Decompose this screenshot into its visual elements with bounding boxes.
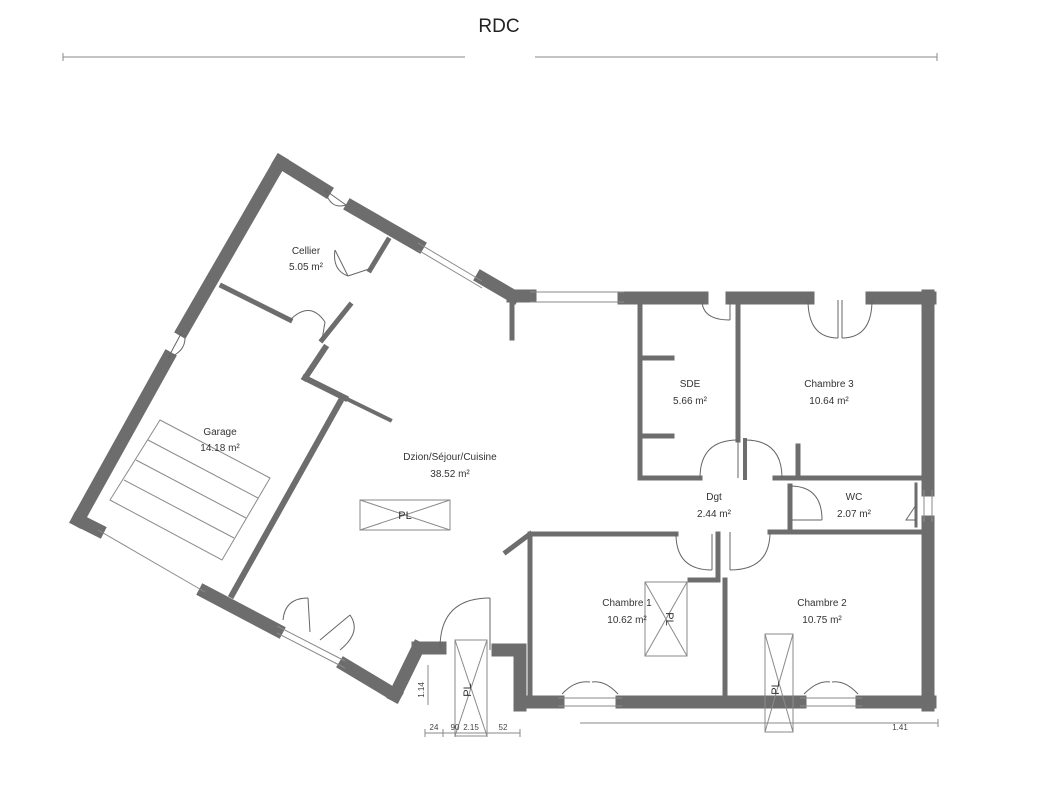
room-name: Chambre 2 bbox=[797, 598, 847, 609]
dimension-label: 1.41 bbox=[892, 723, 908, 732]
placard-label-entree: PL bbox=[462, 683, 474, 696]
room-area: 10.75 m² bbox=[802, 615, 842, 626]
room-name: Cellier bbox=[292, 246, 321, 257]
room-sde: SDE 5.66 m² bbox=[673, 379, 708, 407]
room-name: Chambre 1 bbox=[602, 598, 652, 609]
placard-label-sejour: PL bbox=[398, 510, 411, 522]
dimension-label: 52 bbox=[499, 723, 508, 732]
room-name: Dgt bbox=[706, 492, 722, 503]
room-name: Dzion/Séjour/Cuisine bbox=[403, 452, 497, 463]
dimension-label: 90 bbox=[451, 723, 460, 732]
room-area: 2.44 m² bbox=[697, 509, 732, 520]
dimension-lines bbox=[424, 665, 939, 737]
room-area: 10.62 m² bbox=[607, 615, 647, 626]
room-area: 10.64 m² bbox=[809, 396, 849, 407]
interior-walls bbox=[218, 236, 931, 703]
garage-door bbox=[97, 419, 271, 593]
room-cellier: Cellier 5.05 m² bbox=[289, 246, 324, 273]
title-rule bbox=[62, 53, 938, 61]
placard-label-chambre2: PL bbox=[770, 681, 782, 694]
room-chambre3: Chambre 3 10.64 m² bbox=[804, 379, 854, 407]
exterior-walls bbox=[69, 153, 937, 712]
room-name: Chambre 3 bbox=[804, 379, 854, 390]
plan-title: RDC bbox=[478, 16, 519, 37]
doors bbox=[167, 189, 917, 695]
room-wc: WC 2.07 m² bbox=[837, 492, 872, 520]
room-chambre1: Chambre 1 10.62 m² bbox=[602, 598, 652, 626]
room-name: SDE bbox=[680, 379, 701, 390]
placards bbox=[359, 499, 794, 737]
placard-label-chambre1: PL bbox=[663, 612, 675, 625]
room-area: 5.05 m² bbox=[289, 262, 324, 273]
room-dgt: Dgt 2.44 m² bbox=[697, 492, 732, 520]
room-area: 5.66 m² bbox=[673, 396, 708, 407]
dimension-label: 24 bbox=[430, 723, 439, 732]
room-area: 38.52 m² bbox=[430, 469, 470, 480]
windows bbox=[276, 242, 933, 707]
room-chambre2: Chambre 2 10.75 m² bbox=[797, 598, 847, 626]
room-name: Garage bbox=[203, 427, 237, 438]
dimension-label: 2.15 bbox=[463, 723, 479, 732]
room-sejour: Dzion/Séjour/Cuisine 38.52 m² bbox=[403, 452, 497, 480]
room-area: 2.07 m² bbox=[837, 509, 872, 520]
room-name: WC bbox=[846, 492, 863, 503]
dimension-label: 1.14 bbox=[417, 682, 426, 698]
room-garage: Garage 14.18 m² bbox=[200, 427, 240, 454]
room-area: 14.18 m² bbox=[200, 443, 240, 454]
